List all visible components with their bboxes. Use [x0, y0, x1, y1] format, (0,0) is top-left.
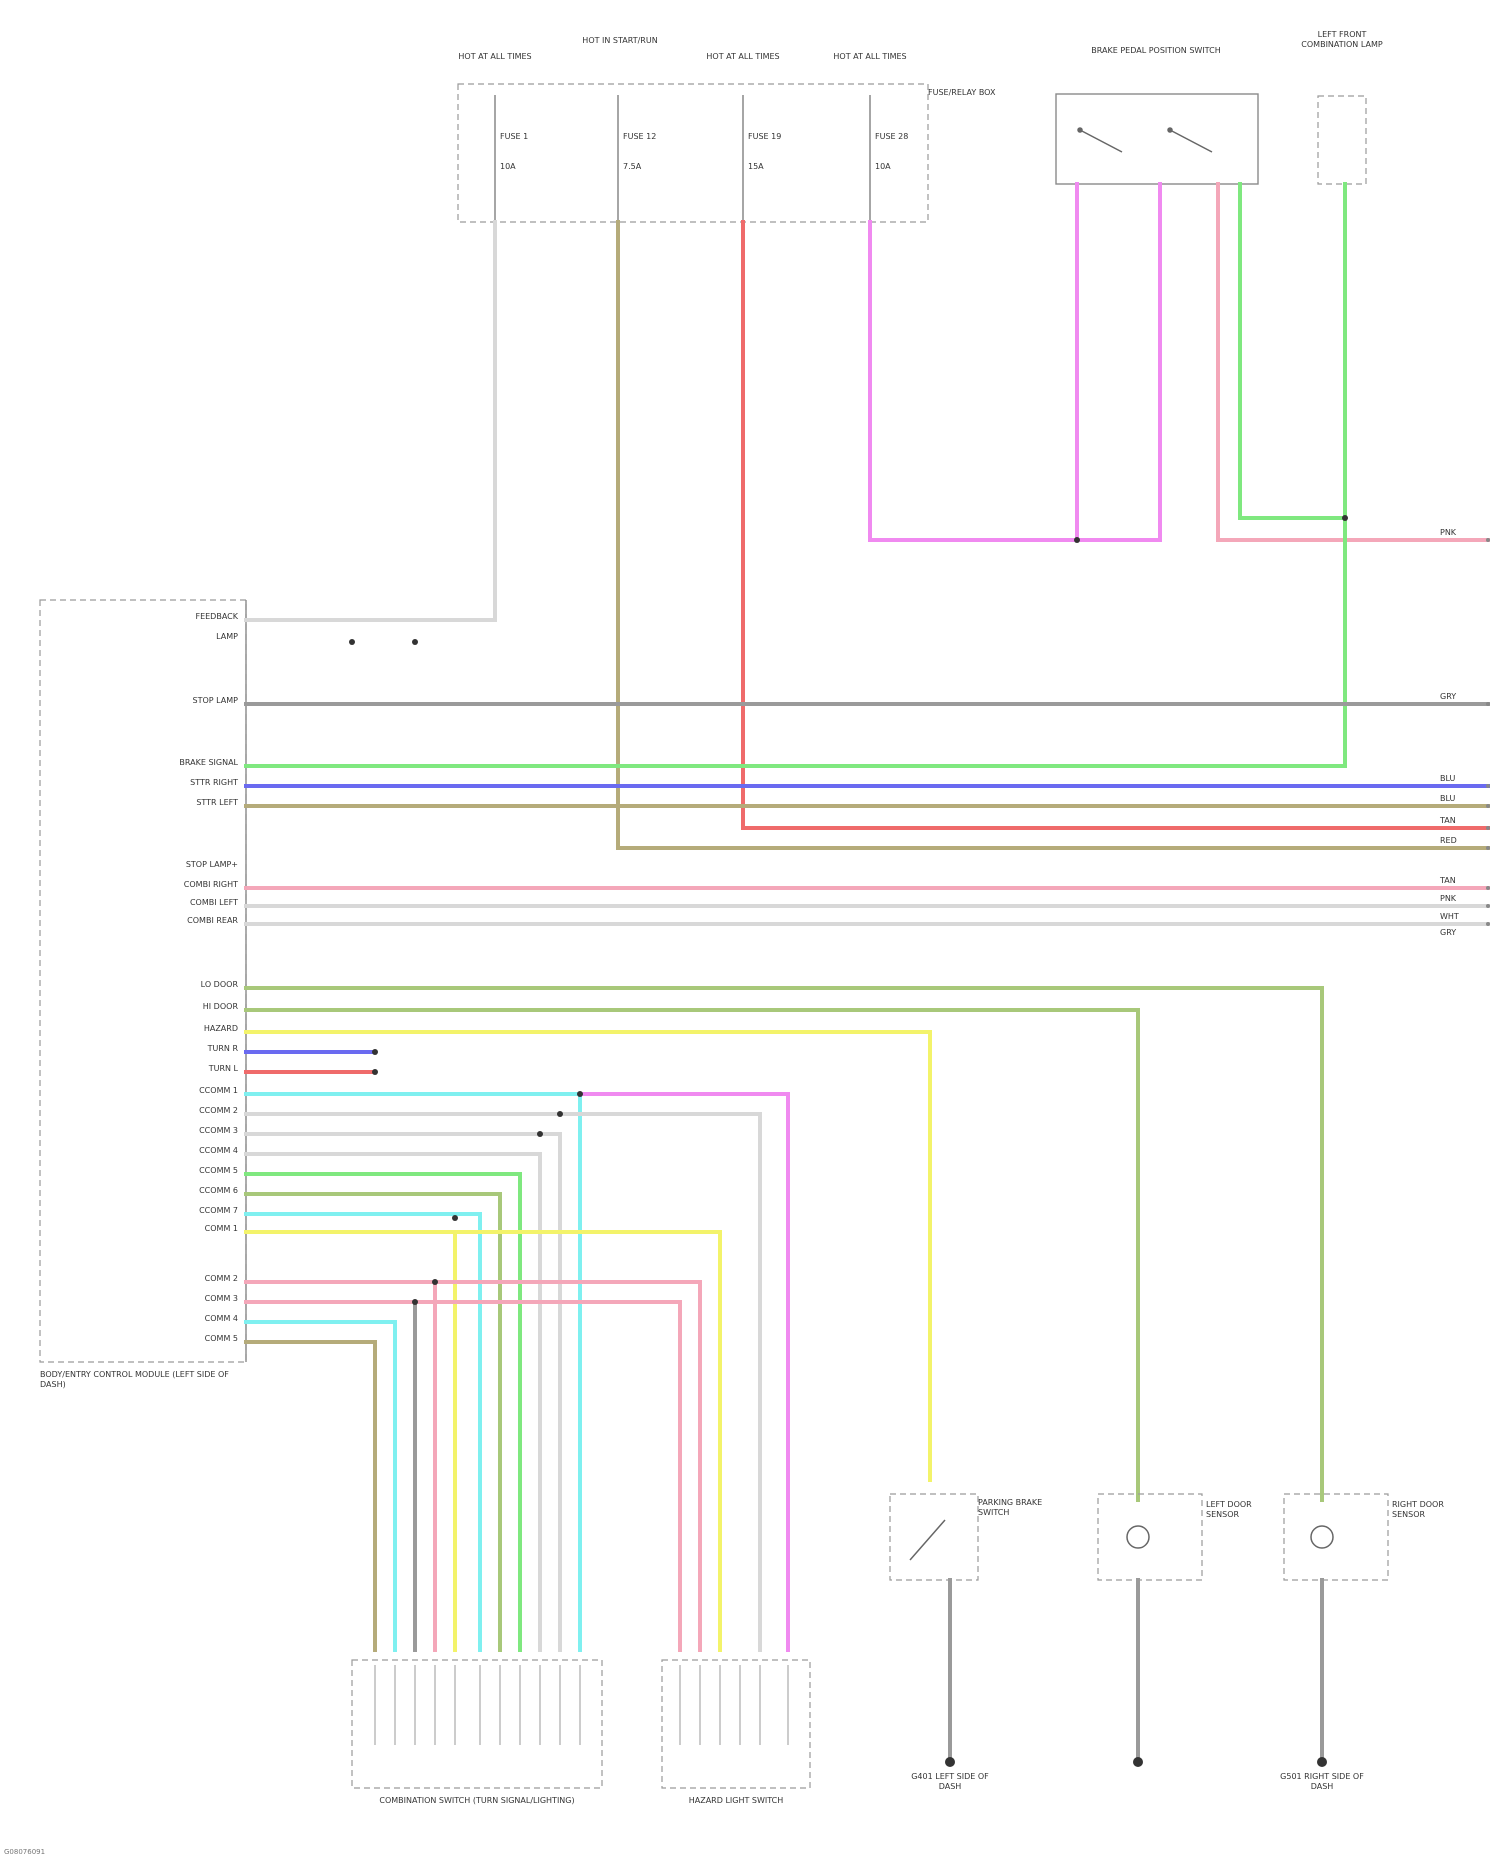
right-door-sensor-outline: [1284, 1494, 1388, 1580]
right-door-sensor-symbol: [1311, 1526, 1333, 1548]
wire-door-right: [246, 988, 1322, 1500]
ecu-pin-label: TURN R: [208, 1044, 238, 1053]
wire-comm3-gray: [246, 1302, 415, 1650]
fuse-relay-box-label: FUSE/RELAY BOX: [928, 88, 1008, 98]
fuse-19-header: HOT AT ALL TIMES: [703, 52, 783, 62]
wire-brake-lightpink: [1218, 184, 1488, 540]
ecu-pin-label: LO DOOR: [201, 980, 238, 989]
brake-switch-contacts: [1078, 128, 1212, 152]
ecu-pin-label: FEEDBACK: [195, 612, 238, 621]
wire-hazard-yellow: [246, 1032, 930, 1480]
left-door-sensor-outline: [1098, 1494, 1202, 1580]
fuse-1-name: FUSE 1: [500, 132, 528, 141]
footer-code: G08076091: [4, 1848, 45, 1857]
ecu-pin-label: BRAKE SIGNAL: [179, 758, 238, 767]
wire-color-label: BLU: [1440, 774, 1455, 783]
parking-switch-outline: [890, 1494, 978, 1580]
left-front-lamp-label: LEFT FRONT COMBINATION LAMP: [1300, 30, 1384, 50]
wire-fuse19-red: [743, 222, 1488, 828]
fuse-1-header: HOT AT ALL TIMES: [455, 52, 535, 62]
fuse-19-name: FUSE 19: [748, 132, 781, 141]
wire-comm4-pink: [246, 1302, 680, 1650]
right-door-sensor-label: RIGHT DOOR SENSOR: [1392, 1500, 1462, 1520]
wire-ccomm7-cyan: [246, 1214, 480, 1650]
fuse-28-header: HOT AT ALL TIMES: [830, 52, 910, 62]
wire-comm5-cyan: [246, 1322, 395, 1650]
ecu-pin-label: STOP LAMP: [193, 696, 238, 705]
ecu-pin-label: CCOMM 7: [199, 1206, 238, 1215]
fuse-19-amps: 15A: [748, 162, 764, 171]
ground-symbols: [945, 1757, 1327, 1767]
ecu-pin-label: LAMP: [216, 632, 238, 641]
ecu-pin-label: HI DOOR: [203, 1002, 238, 1011]
wire-comm2-pink: [246, 1282, 700, 1650]
splice-dots: [349, 515, 1348, 1305]
right-edge-arrows: [1486, 538, 1490, 926]
wire-color-label: PNK: [1440, 528, 1456, 537]
ecu-pin-label: COMM 2: [205, 1274, 238, 1283]
ecu-pin-label: STTR LEFT: [196, 798, 238, 807]
parking-switch-label: PARKING BRAKE SWITCH: [978, 1498, 1058, 1518]
ecu-pin-label: COMM 4: [205, 1314, 238, 1323]
connector-pins: [375, 1665, 788, 1745]
brake-switch-outline: [1056, 94, 1258, 184]
fuse-28-amps: 10A: [875, 162, 891, 171]
ground-right-label: G501 RIGHT SIDE OF DASH: [1280, 1772, 1364, 1792]
wire-color-label: PNK: [1440, 894, 1456, 903]
ecu-pin-label: CCOMM 5: [199, 1166, 238, 1175]
ecu-pin-label: STTR RIGHT: [190, 778, 238, 787]
fuse-12-name: FUSE 12: [623, 132, 656, 141]
ecu-pin-label: COMBI LEFT: [190, 898, 238, 907]
wire-lamp-green: [246, 184, 1345, 766]
wire-brake-green: [1240, 184, 1345, 518]
fuse-symbols: [495, 95, 870, 220]
wire-fuse1: [246, 222, 495, 620]
parking-switch-contact: [910, 1520, 945, 1560]
ground-left-label: G401 LEFT SIDE OF DASH: [910, 1772, 990, 1792]
left-front-lamp-outline: [1318, 96, 1366, 184]
wire-comm6-tan: [246, 1342, 375, 1650]
brake-switch-label: BRAKE PEDAL POSITION SWITCH: [1066, 46, 1246, 56]
wire-door-left: [246, 1010, 1138, 1500]
ecu-pin-label: STOP LAMP+: [186, 860, 238, 869]
fuse-12-header: HOT IN START/RUN: [570, 36, 670, 46]
ecu-pin-label: HAZARD: [204, 1024, 238, 1033]
ecu-pin-label: CCOMM 4: [199, 1146, 238, 1155]
left-door-sensor-symbol: [1127, 1526, 1149, 1548]
wire-color-label: GRY: [1440, 928, 1456, 937]
wire-ccomm3-white: [246, 1134, 560, 1650]
wire-color-label: RED: [1440, 836, 1457, 845]
wire-color-label: BLU: [1440, 794, 1455, 803]
hazard-switch-label: HAZARD LIGHT SWITCH: [652, 1796, 820, 1806]
combination-switch-label: COMBINATION SWITCH (TURN SIGNAL/LIGHTING…: [352, 1796, 602, 1806]
fuse-28-name: FUSE 28: [875, 132, 908, 141]
wire-color-label: TAN: [1440, 876, 1456, 885]
ecu-pin-label: CCOMM 3: [199, 1126, 238, 1135]
wire-color-label: WHT: [1440, 912, 1459, 921]
ecu-label: BODY/ENTRY CONTROL MODULE (LEFT SIDE OF …: [40, 1370, 240, 1390]
ecu-pin-label: CCOMM 2: [199, 1106, 238, 1115]
fuse-12-amps: 7.5A: [623, 162, 641, 171]
wire-fuse12-tan: [618, 222, 1488, 848]
wire-color-label: GRY: [1440, 692, 1456, 701]
left-door-sensor-label: LEFT DOOR SENSOR: [1206, 1500, 1276, 1520]
ecu-pin-label: COMM 5: [205, 1334, 238, 1343]
wire-fuse28-pink: [870, 184, 1160, 540]
wire-comm1-yellow: [246, 1232, 720, 1650]
fuse-relay-box-outline: [458, 84, 928, 222]
wire-color-label: TAN: [1440, 816, 1456, 825]
ecu-pin-label: COMM 3: [205, 1294, 238, 1303]
fuse-1-amps: 10A: [500, 162, 516, 171]
ecu-pin-label: COMBI RIGHT: [184, 880, 238, 889]
combination-switch-connector: [352, 1660, 602, 1788]
ecu-pin-label: CCOMM 6: [199, 1186, 238, 1195]
ecu-pin-label: TURN L: [209, 1064, 238, 1073]
ecu-pin-label: COMM 1: [205, 1224, 238, 1233]
wire-ccomm1-magenta: [580, 1094, 788, 1650]
ecu-pin-label: CCOMM 1: [199, 1086, 238, 1095]
ecu-pin-label: COMBI REAR: [187, 916, 238, 925]
